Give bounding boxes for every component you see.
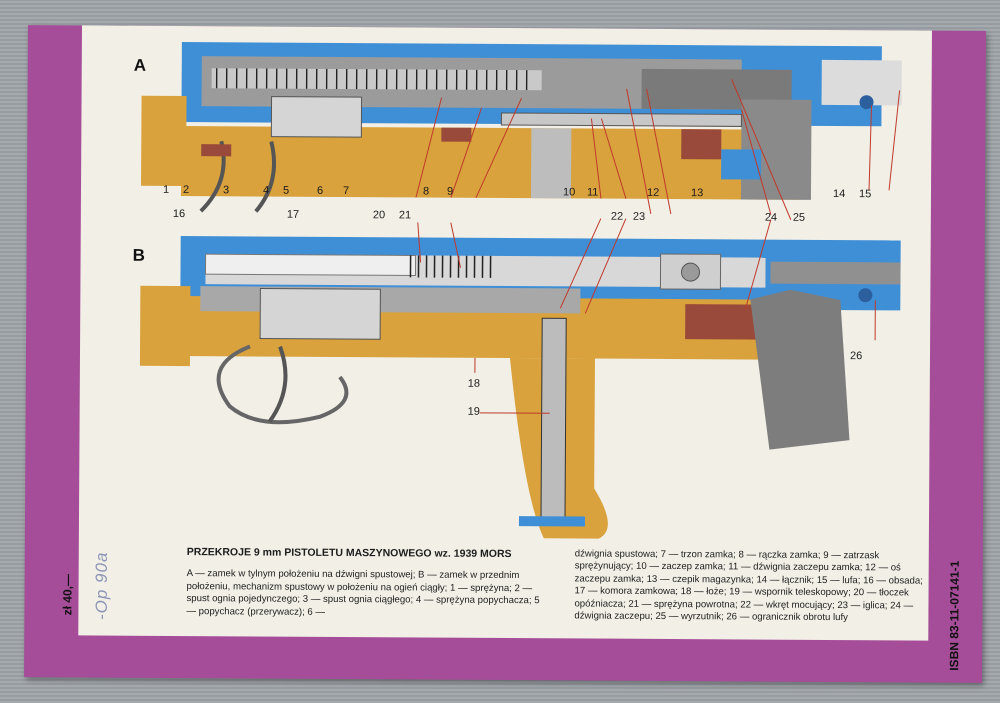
page-paper: A B 1 2 3 4 5 6 7 8 9 10 11 12 13 14 15 … [78, 25, 932, 641]
callout-23: 23 [632, 210, 646, 223]
section-a-drawing [141, 42, 902, 213]
section-b-drawing [139, 236, 901, 539]
callout-8: 8 [422, 185, 430, 198]
callout-3: 3 [222, 184, 230, 197]
caption-text-col1: A — zamek w tylnym położeniu na dźwigni … [186, 568, 540, 618]
caption-left-column: PRZEKROJE 9 mm PISTOLETU MASZYNOWEGO wz.… [186, 546, 546, 620]
callout-10: 10 [562, 186, 576, 199]
callout-17: 17 [286, 208, 300, 221]
callout-12: 12 [646, 186, 660, 199]
callout-7: 7 [342, 185, 350, 198]
isbn-label: ISBN 83-11-07141-1 [947, 560, 962, 671]
callout-4: 4 [262, 184, 270, 197]
callout-15: 15 [858, 188, 872, 201]
booklet-cover: A B 1 2 3 4 5 6 7 8 9 10 11 12 13 14 15 … [24, 25, 986, 683]
caption-text-col2: dźwignia spustowa; 7 — trzon zamka; 8 — … [574, 548, 923, 624]
callout-18: 18 [467, 377, 481, 390]
caption-title: PRZEKROJE 9 mm PISTOLETU MASZYNOWEGO wz.… [186, 546, 512, 561]
figure-label-b: B [132, 245, 145, 265]
callout-5: 5 [282, 184, 290, 197]
callout-11: 11 [586, 186, 599, 199]
callout-25: 25 [792, 211, 806, 224]
callout-14: 14 [832, 188, 846, 201]
callout-13: 13 [690, 187, 704, 200]
caption-right-column: dźwignia spustowa; 7 — trzon zamka; 8 — … [574, 548, 926, 625]
callout-16: 16 [172, 207, 186, 221]
callout-22: 22 [610, 210, 624, 223]
pencil-note: -Op 90a [92, 551, 111, 620]
callout-21: 21 [398, 209, 412, 222]
callout-26: 26 [849, 350, 863, 363]
callout-2: 2 [182, 184, 190, 197]
callout-20: 20 [372, 209, 386, 222]
figure-label-a: A [133, 55, 147, 75]
callout-6: 6 [316, 184, 324, 197]
callout-24: 24 [764, 211, 778, 224]
callout-9: 9 [446, 185, 454, 198]
callout-19: 19 [467, 405, 480, 418]
gun-cross-section-drawing [139, 42, 902, 539]
callout-1: 1 [162, 183, 170, 196]
price-label: zł 40,— [60, 573, 75, 616]
